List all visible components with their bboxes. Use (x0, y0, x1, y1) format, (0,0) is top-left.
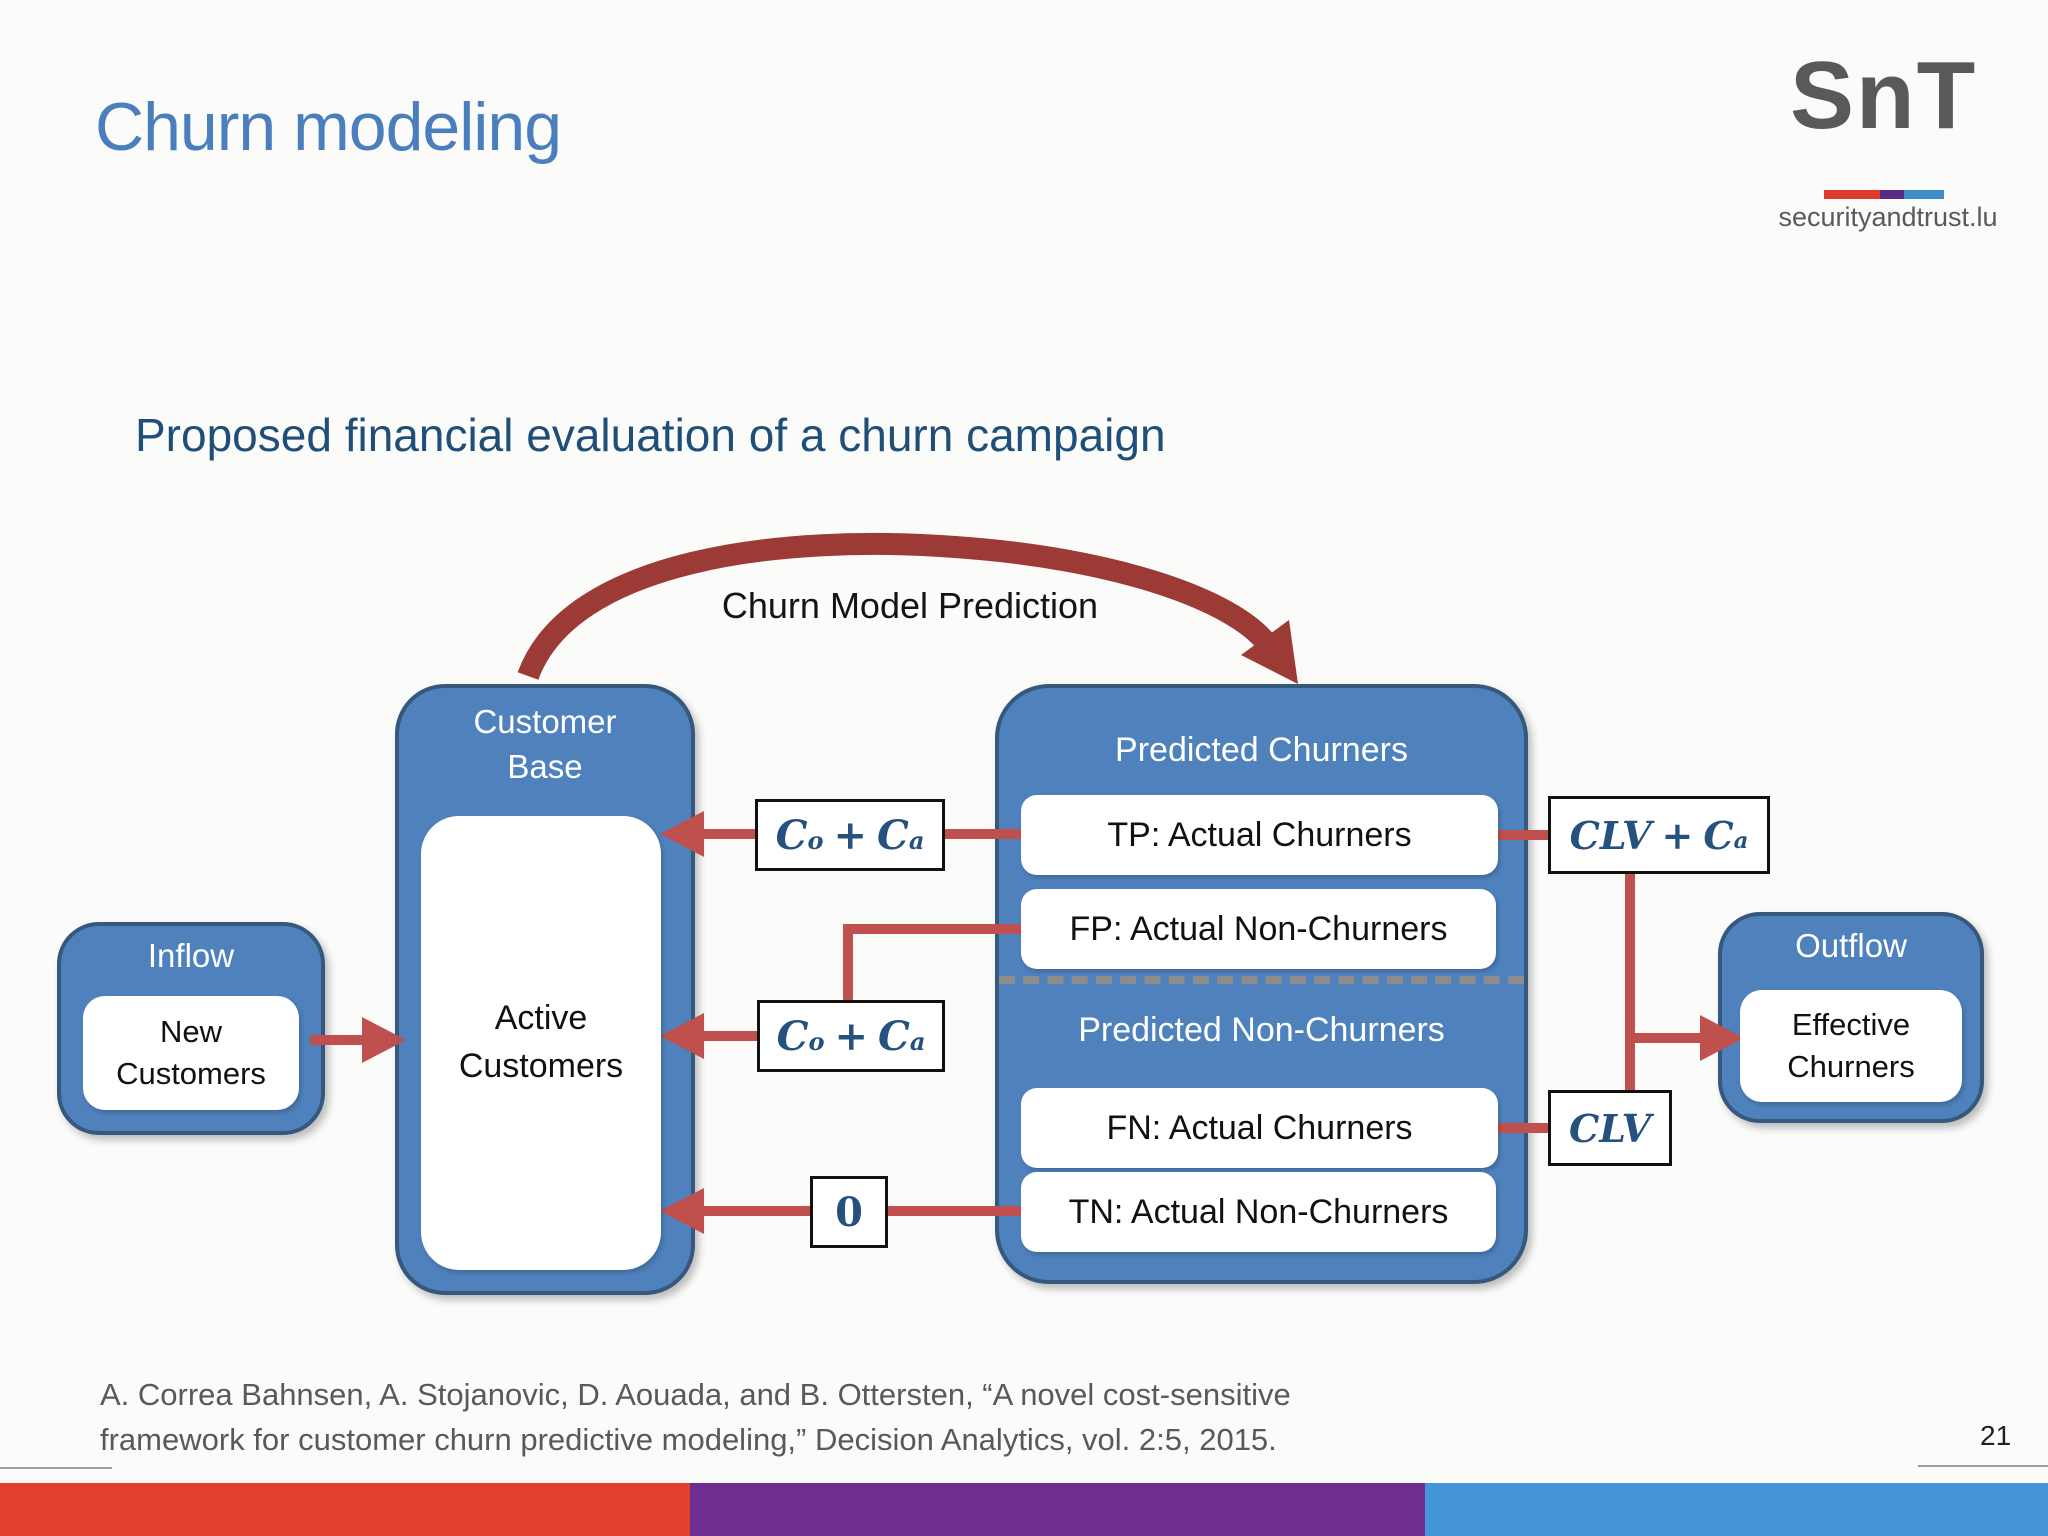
page-number: 21 (1980, 1420, 2012, 1451)
formula-operator: + (834, 1012, 868, 1060)
footer-rule-right (1918, 1465, 2048, 1467)
citation-line-1: A. Correa Bahnsen, A. Stojanovic, D. Aou… (100, 1377, 1291, 1412)
connector-inflow-to-base-line (310, 1035, 368, 1045)
inflow-title: Inflow (147, 937, 235, 974)
new-customers-box: New Customers (83, 996, 299, 1110)
formula-term: C (1703, 812, 1734, 858)
formula-term: C (876, 811, 909, 859)
arrowhead-outflow-icon (1700, 1015, 1744, 1061)
prediction-divider-dashed-line (999, 976, 1524, 984)
predicted-churners-title: Predicted Churners (1115, 731, 1408, 769)
outflow-title: Outflow (1795, 927, 1907, 964)
formula-operator: + (833, 811, 867, 859)
footer-color-bar (0, 1483, 2048, 1536)
snt-logo: SnT (1790, 42, 1978, 149)
formula-term: C (776, 1012, 809, 1060)
fn-row: FN: Actual Churners (1021, 1088, 1498, 1168)
active-customers-box: Active Customers (421, 816, 661, 1270)
connector-fp-elbow-vertical-line (843, 924, 853, 1004)
arrowhead-left-bottom-icon (660, 1188, 704, 1234)
slide-title: Churn modeling (95, 89, 562, 165)
formula-term: 0 (835, 1188, 863, 1236)
effective-churners-box: Effective Churners (1740, 990, 1962, 1102)
arrowhead-left-top-icon (660, 811, 704, 857)
arrowhead-inflow-icon (362, 1017, 406, 1063)
clv-label: CLV (1548, 1090, 1672, 1166)
connector-fn-to-clv-line (1490, 1123, 1550, 1133)
citation-line-2: framework for customer churn predictive … (100, 1422, 1277, 1457)
footer-bar-purple-segment (690, 1483, 1425, 1536)
arrowhead-left-middle-icon (660, 1013, 704, 1059)
tn-row: TN: Actual Non-Churners (1021, 1172, 1496, 1252)
fp-row: FP: Actual Non-Churners (1021, 889, 1496, 969)
footer-bar-blue-segment (1425, 1483, 2048, 1536)
connector-to-outflow-line (1630, 1033, 1704, 1043)
formula-term: CLV (1569, 1105, 1651, 1151)
logo-bar-blue-segment (1904, 190, 1944, 199)
tp-row: TP: Actual Churners (1021, 795, 1498, 875)
footer-bar-red-segment (0, 1483, 690, 1536)
snt-logo-url: securityandtrust.lu (1778, 202, 1998, 232)
cost-zero-label: 0 (810, 1176, 888, 1248)
customer-base-title: Customer Base (473, 703, 617, 785)
predicted-non-churners-title: Predicted Non-Churners (1078, 1011, 1445, 1049)
logo-bar-red-segment (1824, 190, 1881, 199)
formula-operator: + (1661, 812, 1694, 858)
formula-term: C (775, 811, 808, 859)
logo-bar-purple-segment (1880, 190, 1905, 199)
citation-text: A. Correa Bahnsen, A. Stojanovic, D. Aou… (100, 1372, 1291, 1462)
churn-model-prediction-label: Churn Model Prediction (721, 585, 1099, 626)
snt-logo-tricolor-bar (1824, 190, 1944, 199)
connector-tp-to-clvca-line (1490, 830, 1550, 840)
connector-clvca-to-clv-vertical-line (1625, 872, 1635, 1092)
footer-rule-left (0, 1467, 112, 1469)
formula-term: CLV (1569, 812, 1652, 858)
connector-fp-elbow-horizontal-line (843, 924, 1021, 934)
formula-term: C (877, 1012, 910, 1060)
slide-subtitle: Proposed financial evaluation of a churn… (135, 409, 1166, 461)
